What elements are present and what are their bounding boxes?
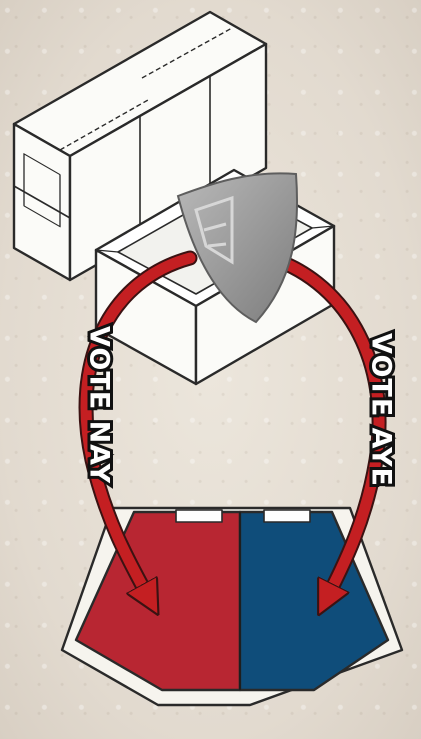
vote-aye-label: VOTE AYE: [366, 333, 397, 487]
vote-aye-label-group: VOTE AYE: [366, 333, 397, 487]
vote-nay-label-group: VOTE NAY: [84, 326, 115, 484]
vote-nay-label: VOTE NAY: [84, 326, 115, 484]
